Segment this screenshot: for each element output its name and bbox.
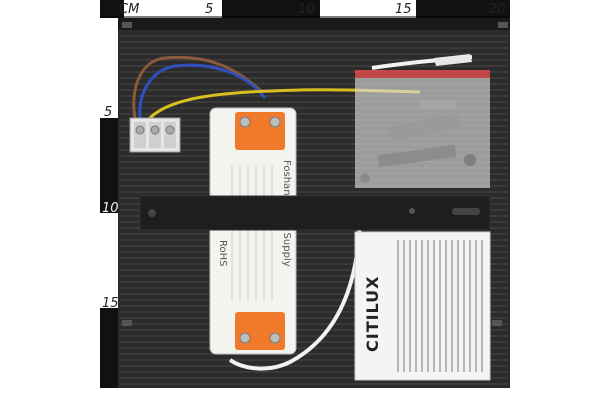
terminal-block: [129, 117, 181, 153]
ruler-mark-20: 20: [489, 2, 506, 17]
bottom-orange-cap: [235, 312, 285, 350]
instruction-sheet: CITILUX: [354, 231, 491, 381]
mounting-screws: [122, 22, 508, 326]
ruler-mark-left-5: 5: [104, 105, 112, 120]
rohs-label: RoHS: [217, 240, 228, 266]
ruler-mark-left-10: 10: [102, 201, 119, 216]
brand-label: CITILUX: [363, 275, 382, 352]
hardware-bag: [355, 54, 490, 188]
ruler-mark-5: 5: [205, 2, 213, 17]
ruler-mark-15: 15: [395, 2, 412, 17]
instruction-text-lines: [397, 240, 483, 372]
power-supply: Foshan-Power Supply RoHS: [209, 107, 297, 355]
ruler-mark-10: 10: [298, 2, 315, 17]
metal-bracket: [139, 195, 491, 231]
ruler-unit-label: CM: [119, 2, 139, 17]
power-supply-spec-lines: [231, 165, 273, 300]
top-ruler: CM 5 10 15 20: [100, 0, 510, 18]
ruler-mark-left-15: 15: [102, 296, 119, 311]
left-ruler: 5 10 15: [100, 18, 119, 388]
